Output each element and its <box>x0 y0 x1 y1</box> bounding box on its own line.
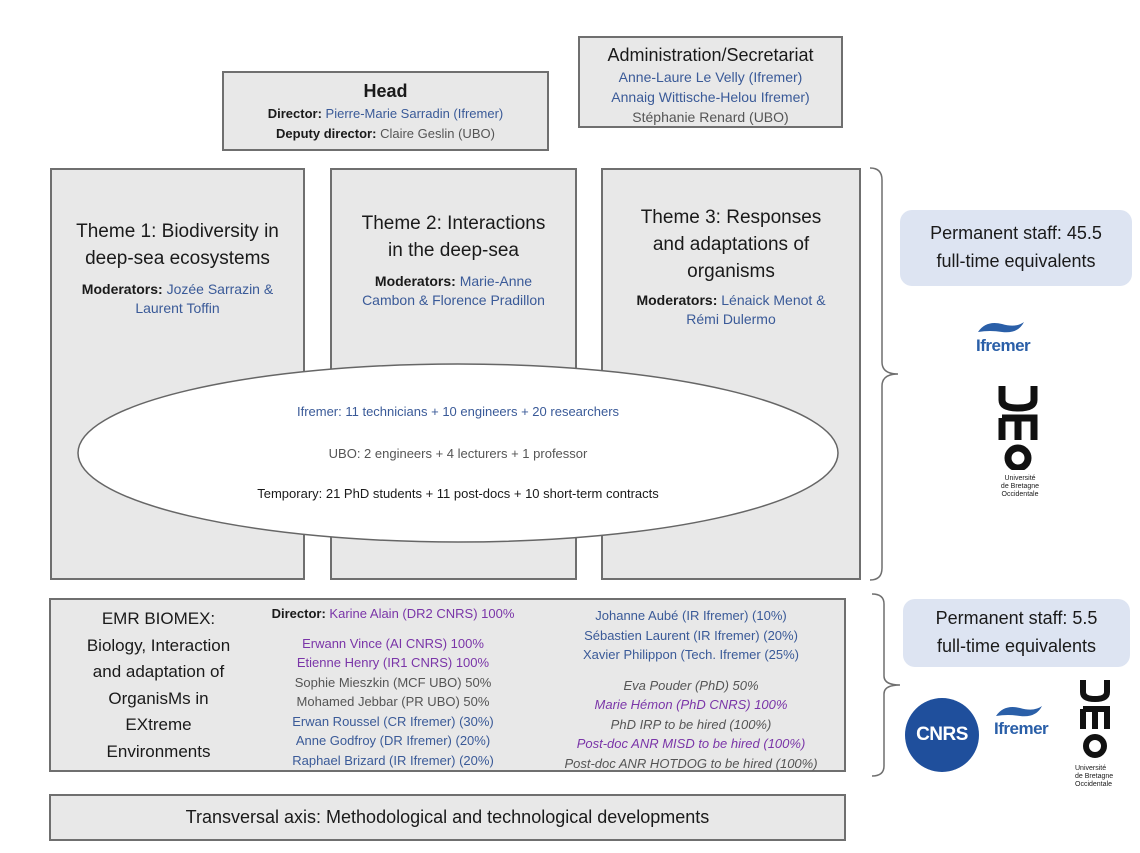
ubo-logo-text: Occidentale <box>1001 491 1039 498</box>
theme-3-title: and adaptations of <box>652 234 810 255</box>
admin-member: Stéphanie Renard (UBO) <box>632 109 789 125</box>
admin-member: Annaig Wittische-Helou Ifremer) <box>611 89 810 105</box>
moderator-name: Laurent Toffin <box>135 300 220 316</box>
moderator-name: Rémi Dulermo <box>686 311 776 327</box>
ubo-logo: Université de Bretagne Occidentale <box>990 378 1050 520</box>
theme-3-title: Theme 3: Responses <box>640 207 822 228</box>
director-label: Director: <box>267 106 322 121</box>
theme-2-title: Theme 2: Interactions <box>361 213 546 234</box>
moderator-name: Marie-Anne <box>459 273 533 289</box>
ifremer-wave-icon <box>978 322 1024 333</box>
emr-member: Erwann Vince (AI CNRS) 100% <box>302 635 484 651</box>
emr-box: EMR BIOMEX: Biology, Interaction and ada… <box>49 598 846 772</box>
theme-1-moderators: Moderators: Jozée Sarrazin & <box>52 280 303 299</box>
head-title: Head <box>363 81 408 101</box>
emr-member: Post-doc ANR HOTDOG to be hired (100%) <box>564 755 818 771</box>
admin-member: Anne-Laure Le Velly (Ifremer) <box>618 69 803 85</box>
emr-member: Anne Godfroy (DR Ifremer) (20%) <box>295 733 491 748</box>
theme-2-title: in the deep-sea <box>388 240 519 261</box>
permanent-staff-45: Permanent staff: 45.5 full-time equivale… <box>900 210 1132 286</box>
ubo-mark-icon <box>1080 680 1110 758</box>
theme-1-title: Theme 1: Biodiversity in <box>76 221 279 242</box>
admin-box: Administration/Secretariat Anne-Laure Le… <box>578 36 843 128</box>
emr-col1: Director: Karine Alain (DR2 CNRS) 100% E… <box>263 604 523 770</box>
theme-1-title: deep-sea ecosystems <box>85 248 270 269</box>
emr-member: Etienne Henry (IR1 CNRS) 100% <box>296 655 490 670</box>
head-box: Head Director: Pierre-Marie Sarradin (If… <box>222 71 549 151</box>
moderators-label: Moderators: <box>81 281 163 297</box>
permanent-staff-5: Permanent staff: 5.5 full-time equivalen… <box>903 599 1130 667</box>
emr-director-label: Director: <box>271 606 326 621</box>
emr-director-name: Karine Alain (DR2 CNRS) 100% <box>329 606 515 621</box>
temporary-staff: Temporary: 21 PhD students + 11 post-doc… <box>257 486 659 501</box>
head-deputy: Deputy director: Claire Geslin (UBO) <box>224 124 547 144</box>
emr-title-line: Biology, Interaction <box>86 635 231 655</box>
emr-title-line: EMR BIOMEX: <box>101 609 216 628</box>
staff-ellipse <box>77 363 839 543</box>
head-director: Director: Pierre-Marie Sarradin (Ifremer… <box>224 104 547 124</box>
deputy-name: Claire Geslin (UBO) <box>380 126 495 141</box>
permanent-staff-line: full-time equivalents <box>936 636 1097 656</box>
ubo-logo-text: Université <box>1075 765 1107 772</box>
theme-3-title: organisms <box>687 261 775 282</box>
emr-member: Sébastien Laurent (IR Ifremer) (20%) <box>584 627 798 643</box>
emr-member: Eva Pouder (PhD) 50% <box>623 677 759 693</box>
transversal-label: Transversal axis: Methodological and tec… <box>185 807 710 827</box>
cnrs-logo-text: CNRS <box>916 724 968 745</box>
permanent-staff-line: full-time equivalents <box>936 251 1096 271</box>
ubo-logo-text: Occidentale <box>1075 781 1112 788</box>
moderators-label: Moderators: <box>374 273 456 289</box>
emr-member: Erwan Roussel (CR Ifremer) (30%) <box>292 713 494 729</box>
ifremer-staff: Ifremer: 11 technicians + 10 engineers +… <box>296 404 620 419</box>
emr-title: EMR BIOMEX: Biology, Interaction and ada… <box>61 606 256 765</box>
emr-title-line: and adaptation of <box>92 662 225 681</box>
emr-title-line: EXtreme <box>125 715 192 734</box>
emr-member: Sophie Mieszkin (MCF UBO) 50% <box>294 674 492 690</box>
cnrs-logo: CNRS <box>905 698 979 772</box>
moderators-label: Moderators: <box>636 292 718 308</box>
ifremer-logo: Ifremer <box>972 318 1042 358</box>
staff-ellipse-text: Ifremer: 11 technicians + 10 engineers +… <box>76 402 840 504</box>
emr-member: Raphael Brizard (IR Ifremer) (20%) <box>292 752 494 768</box>
emr-member: Johanne Aubé (IR Ifremer) (10%) <box>595 608 787 623</box>
ubo-logo-text: Université <box>1004 475 1036 482</box>
moderator-name: Jozée Sarrazin & <box>166 281 274 297</box>
right-brace-top <box>869 167 899 581</box>
ifremer-logo-text: Ifremer <box>994 719 1049 738</box>
ubo-staff: UBO: 2 engineers + 4 lecturers + 1 profe… <box>328 446 588 461</box>
ifremer-logo-text: Ifremer <box>976 336 1031 355</box>
emr-member: Xavier Philippon (Tech. Ifremer (25%) <box>582 647 800 662</box>
moderator-name: Cambon & Florence Pradillon <box>362 292 545 308</box>
emr-title-line: OrganisMs in <box>108 688 209 708</box>
emr-member: PhD IRP to be hired (100%) <box>610 716 772 732</box>
permanent-staff-line: Permanent staff: 5.5 <box>935 608 1098 628</box>
moderator-name: Lénaick Menot & <box>721 292 826 308</box>
theme-3-moderators: Moderators: Lénaick Menot & <box>603 291 859 310</box>
right-brace-bottom <box>871 593 901 777</box>
transversal-box: Transversal axis: Methodological and tec… <box>49 794 846 841</box>
emr-title-line: Environments <box>106 741 211 761</box>
emr-member: Post-doc ANR MISD to be hired (100%) <box>576 736 806 751</box>
ifremer-wave-icon <box>996 706 1042 717</box>
ubo-logo-text: de Bretagne <box>1075 773 1114 780</box>
emr-director: Director: Karine Alain (DR2 CNRS) 100% <box>263 604 523 624</box>
emr-member: Mohamed Jebbar (PR UBO) 50% <box>296 694 490 709</box>
admin-title: Administration/Secretariat <box>607 45 814 65</box>
ubo-logo-text: de Bretagne <box>1000 483 1040 490</box>
emr-col2: Johanne Aubé (IR Ifremer) (10%) Sébastie… <box>541 606 841 773</box>
permanent-staff-line: Permanent staff: 45.5 <box>930 223 1102 243</box>
emr-member: Marie Hémon (PhD CNRS) 100% <box>594 697 788 712</box>
ifremer-logo: Ifremer <box>990 702 1070 742</box>
deputy-label: Deputy director: <box>276 126 377 141</box>
director-name: Pierre-Marie Sarradin (Ifremer) <box>325 106 504 121</box>
ubo-mark-icon <box>998 386 1038 472</box>
ubo-logo: Université de Bretagne Occidentale <box>1075 674 1135 814</box>
theme-2-moderators: Moderators: Marie-Anne <box>332 272 575 291</box>
